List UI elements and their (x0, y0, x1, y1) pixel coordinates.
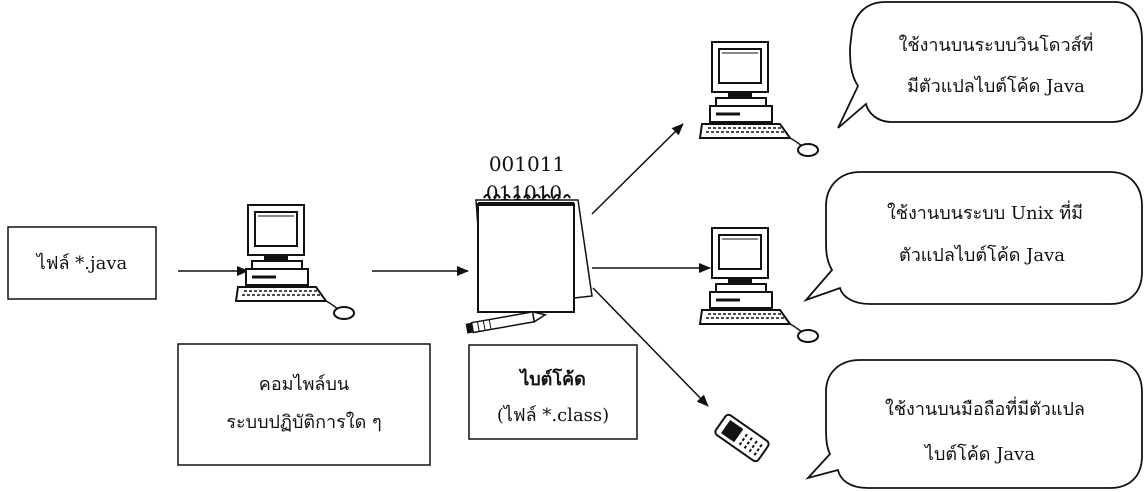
compile-label-line1: คอมไพล์บน (259, 373, 349, 395)
desktop-computer-icon (698, 226, 820, 344)
bubble-unix-line2: ตัวแปลไบต์โค้ด Java (899, 244, 1065, 266)
desktop-computer-icon (698, 40, 820, 158)
speech-bubble-unix (803, 171, 1143, 305)
bubble-mobile-line1: ใช้งานบนมือถือที่มีตัวแปล (885, 396, 1085, 420)
speech-bubble-windows (837, 1, 1143, 129)
bytecode-box (468, 344, 638, 440)
arrow-to-mobile (592, 287, 709, 407)
speech-bubble-mobile (805, 359, 1143, 489)
bubble-windows-line2: มีตัวแปลไบต์โค้ด Java (907, 75, 1085, 97)
bytecode-label-line2: (ไฟล์ *.class) (497, 404, 609, 426)
bubble-mobile-line2: ไบต์โค้ด Java (923, 443, 1035, 465)
binary-text-line1: 001011 (489, 152, 565, 176)
bubble-unix-line1: ใช้งานบนระบบ Unix ที่มี (887, 200, 1083, 224)
mobile-phone-icon (714, 413, 770, 463)
source-file-label: ไฟล์ *.java (35, 252, 128, 274)
arrow-to-windows (591, 123, 684, 215)
desktop-computer-icon (234, 203, 356, 321)
bytecode-label-line1: ไบต์โค้ด (518, 368, 586, 390)
compile-box (177, 343, 431, 466)
bubble-windows-line1: ใช้งานบนระบบวินโดวส์ที่ (899, 32, 1094, 56)
notepad-pencil-icon (465, 194, 593, 334)
source-file-box (7, 226, 157, 300)
compile-label-line2: ระบบปฏิบัติการใด ๆ (226, 411, 381, 433)
